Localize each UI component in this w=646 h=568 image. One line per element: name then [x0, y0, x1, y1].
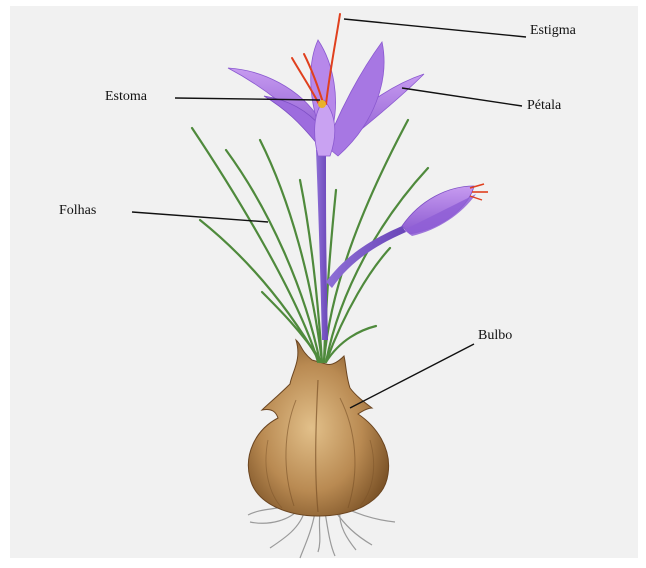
- label-bulbo: Bulbo: [478, 328, 512, 344]
- anther: [318, 100, 326, 108]
- label-estoma: Estoma: [105, 89, 147, 105]
- label-petala: Pétala: [527, 98, 561, 114]
- label-folhas: Folhas: [59, 203, 96, 219]
- flower-bud: [402, 184, 488, 236]
- leader-petala: [402, 88, 522, 106]
- leader-bulbo: [350, 344, 474, 408]
- leaves: [192, 120, 428, 362]
- label-estigma: Estigma: [530, 23, 576, 39]
- leader-estigma: [344, 19, 526, 37]
- bulb: [248, 340, 388, 516]
